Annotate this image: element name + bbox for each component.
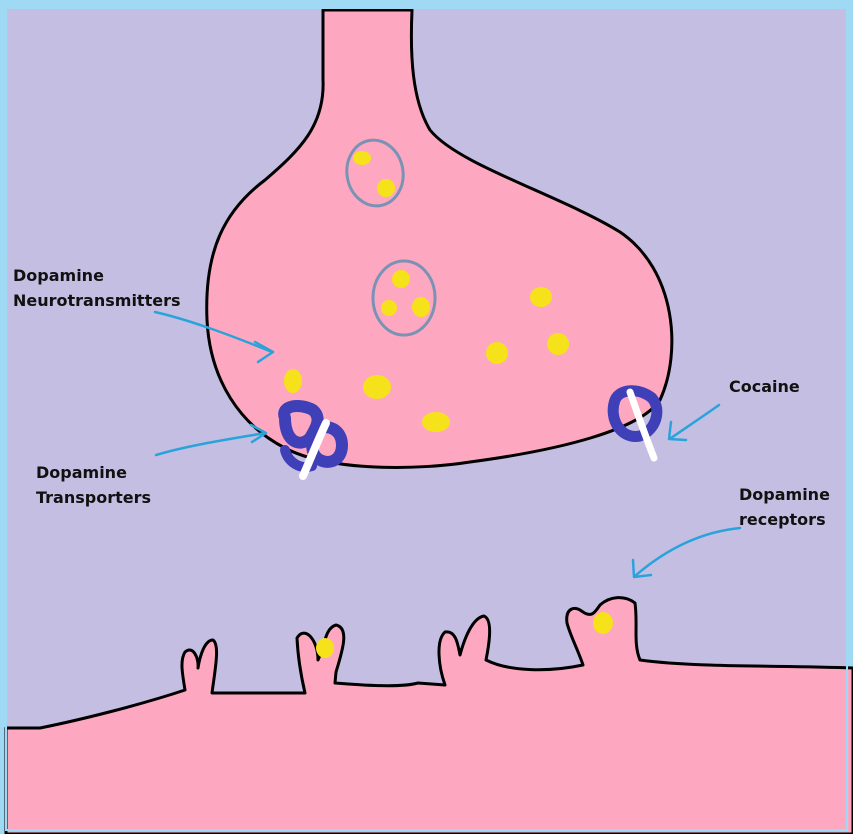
dopamine-molecule-icon [284,369,302,393]
dopamine-molecule-icon [316,638,334,658]
dopamine-molecule-icon [381,300,397,316]
dopamine-molecule-icon [530,287,552,307]
cocaine-label: Cocaine [729,374,800,399]
dopamine-molecule-icon [547,333,569,355]
label-line: Neurotransmitters [13,288,180,313]
label-line: Dopamine [36,460,151,485]
dopamine-molecule-icon [377,179,395,197]
receptors-label: Dopamine receptors [739,482,830,532]
dopamine-molecule-icon [422,412,450,432]
label-line: Dopamine [13,263,180,288]
dopamine-molecule-icon [392,270,410,288]
label-line: Transporters [36,485,151,510]
label-line: Dopamine [739,482,830,507]
dopamine-molecule-icon [363,375,391,399]
dopamine-molecule-icon [412,297,430,317]
dopamine-molecule-icon [353,151,371,165]
neurotransmitters-label: Dopamine Neurotransmitters [13,263,180,313]
transporters-label: Dopamine Transporters [36,460,151,510]
dopamine-molecule-icon [593,612,613,634]
dopamine-molecule-icon [486,342,508,364]
label-line: receptors [739,507,830,532]
